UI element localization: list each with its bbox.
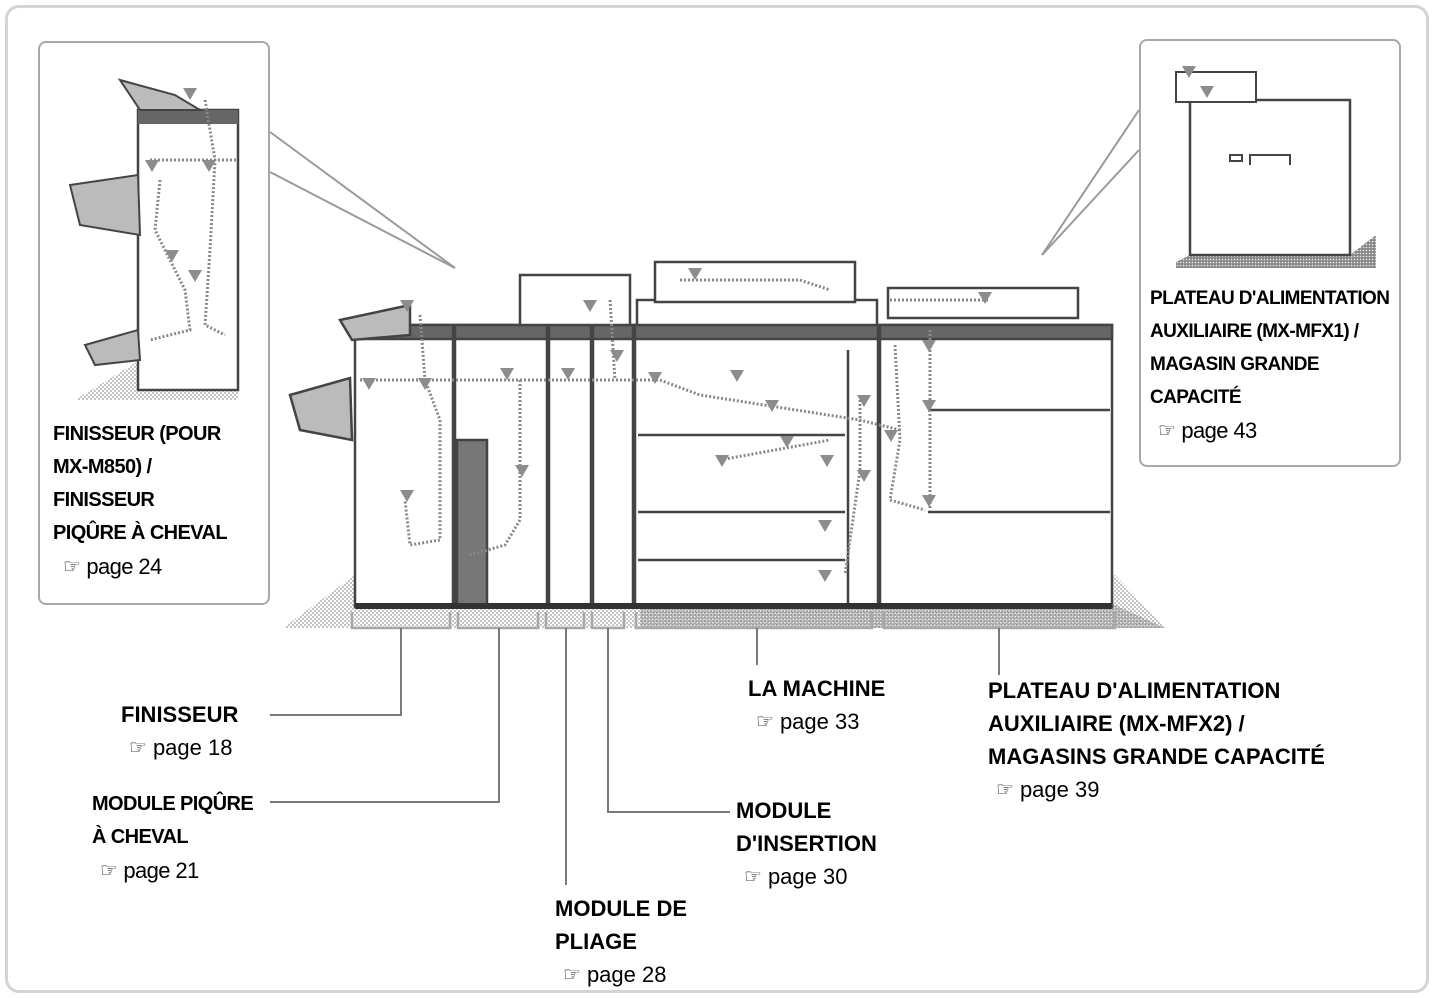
finisher-callout-label: FINISSEUR (POUR MX-M850) / FINISSEUR PIQ… <box>53 418 228 585</box>
label-line: MODULE <box>736 798 832 823</box>
path-arrows <box>362 268 992 582</box>
label-line: MODULE DE <box>555 896 687 921</box>
page-reference[interactable]: ☞page 39 <box>996 773 1325 808</box>
folding-module-label: MODULE DE PLIAGE ☞page 28 <box>555 892 687 993</box>
label-line: AUXILIAIRE (MX-MFX2) / <box>988 711 1245 736</box>
label-line: À CHEVAL <box>92 826 189 848</box>
page-reference-text: page 39 <box>1019 777 1100 802</box>
pointing-hand-icon: ☞ <box>996 779 1014 801</box>
page-reference-text: page 30 <box>767 864 848 889</box>
label-line: PLATEAU D'ALIMENTATION <box>1150 288 1390 309</box>
insertion-module-label: MODULE D'INSERTION ☞page 30 <box>736 794 877 895</box>
page-reference[interactable]: ☞page 24 <box>63 550 227 585</box>
pointing-hand-icon: ☞ <box>129 737 147 759</box>
aux-tray-callout-label: PLATEAU D'ALIMENTATION AUXILIAIRE (MX-MF… <box>1150 282 1390 449</box>
pointing-hand-icon: ☞ <box>63 556 81 578</box>
aux-tray-large-label: PLATEAU D'ALIMENTATION AUXILIAIRE (MX-MF… <box>988 674 1325 808</box>
label-line: MAGASIN GRANDE <box>1150 354 1320 375</box>
page-reference[interactable]: ☞page 21 <box>100 854 253 889</box>
device-bodies <box>288 260 1114 609</box>
label-line: FINISSEUR <box>53 489 155 511</box>
page-reference-text: page 18 <box>152 735 233 760</box>
label-line: PLATEAU D'ALIMENTATION <box>988 678 1281 703</box>
machine-label: LA MACHINE ☞page 33 <box>748 672 885 740</box>
finisher-callout-illustration <box>68 78 240 400</box>
pointing-hand-icon: ☞ <box>563 964 581 986</box>
label-line: PIQÛRE À CHEVAL <box>53 522 228 544</box>
device-base <box>355 603 1112 609</box>
page-reference-text: page 28 <box>586 962 667 987</box>
label-line: FINISSEUR (POUR <box>53 423 221 445</box>
page-reference-text: page 24 <box>86 554 162 579</box>
label-line: CAPACITÉ <box>1150 387 1242 408</box>
label-line: FINISSEUR <box>121 702 239 727</box>
leader-lines <box>270 628 1000 885</box>
page-reference[interactable]: ☞page 43 <box>1158 414 1389 449</box>
paper-path <box>360 278 990 576</box>
page-reference-text: page 33 <box>779 709 860 734</box>
label-line: PLIAGE <box>555 929 637 954</box>
pointing-hand-icon: ☞ <box>756 711 774 733</box>
label-line: MX-M850) / <box>53 456 152 478</box>
zoom-lines <box>269 109 1140 269</box>
pointing-hand-icon: ☞ <box>100 860 118 882</box>
page-reference-text: page 21 <box>123 858 199 883</box>
label-line: MAGASINS GRANDE CAPACITÉ <box>988 744 1325 769</box>
saddle-module-label: MODULE PIQÛRE À CHEVAL ☞page 21 <box>92 788 254 889</box>
label-line: D'INSERTION <box>736 831 877 856</box>
pointing-hand-icon: ☞ <box>744 866 762 888</box>
label-line: AUXILIAIRE (MX-MFX1) / <box>1150 321 1359 342</box>
label-line: LA MACHINE <box>748 676 886 701</box>
pointing-hand-icon: ☞ <box>1158 420 1176 442</box>
page-reference[interactable]: ☞page 28 <box>563 958 687 993</box>
label-line: MODULE PIQÛRE <box>92 793 254 815</box>
page-reference[interactable]: ☞page 33 <box>756 705 885 740</box>
finisher-label: FINISSEUR ☞page 18 <box>121 698 238 766</box>
page-reference[interactable]: ☞page 30 <box>744 860 877 895</box>
page-reference-text: page 43 <box>1181 418 1257 443</box>
aux-tray-callout-illustration <box>1175 66 1376 268</box>
page-reference[interactable]: ☞page 18 <box>129 731 238 766</box>
